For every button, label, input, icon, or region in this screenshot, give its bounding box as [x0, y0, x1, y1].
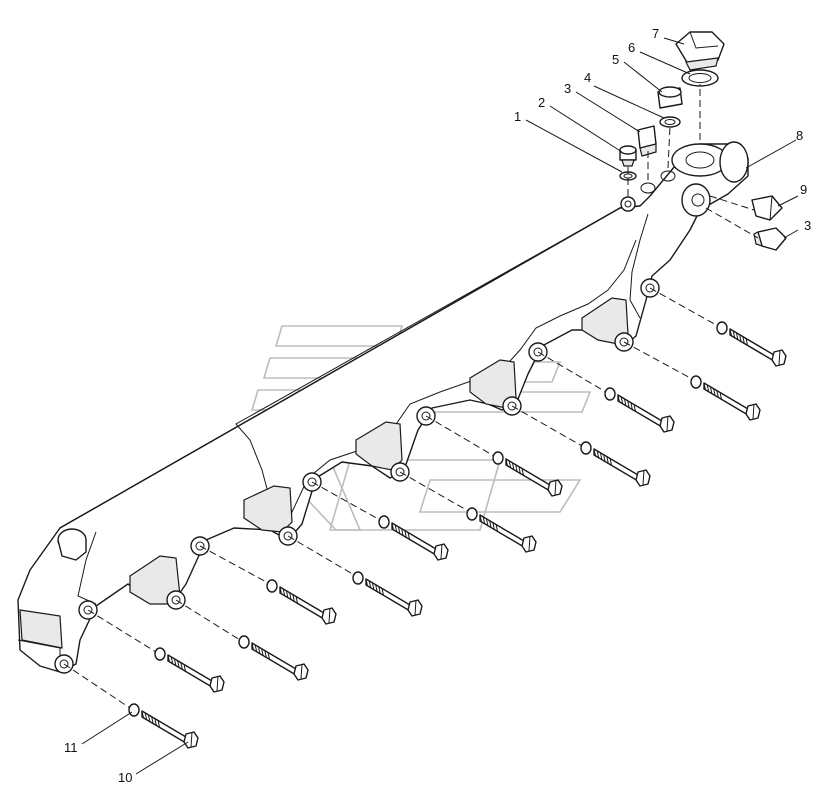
leader-lines [81, 37, 799, 775]
bolt [238, 635, 309, 681]
washer-4 [659, 116, 681, 128]
callout-6: 6 [628, 40, 635, 55]
callout-3: 3 [564, 81, 571, 96]
plug-7 [675, 31, 725, 71]
callout-8: 8 [796, 128, 803, 143]
plug-2 [619, 145, 637, 167]
callout-3-side: 3 [804, 218, 811, 233]
bolt-holes [54, 278, 660, 674]
bolts [128, 321, 787, 749]
plug-9 [751, 195, 783, 221]
callout-5: 5 [612, 52, 619, 67]
callout-7: 7 [652, 26, 659, 41]
rear-boss [620, 141, 749, 217]
callout-10: 10 [118, 770, 132, 785]
plug-3 [637, 125, 657, 157]
plug-3-side [753, 227, 787, 251]
callout-4: 4 [584, 70, 591, 85]
bolt [266, 579, 337, 625]
bolt [604, 387, 675, 433]
bolt [466, 507, 537, 553]
bolt [352, 571, 423, 617]
washer-6 [681, 69, 719, 87]
callout-2: 2 [538, 95, 545, 110]
bolt [128, 703, 199, 749]
assembly-axes [63, 84, 759, 709]
bolt [580, 441, 651, 487]
callout-1: 1 [514, 109, 521, 124]
plug-5 [657, 86, 683, 109]
bolt [154, 647, 225, 693]
callout-11: 11 [64, 740, 78, 755]
callout-9: 9 [800, 182, 807, 197]
callouts: 1 2 3 4 5 6 7 8 9 3 11 10 [64, 26, 811, 785]
bolt [378, 515, 449, 561]
bolt [492, 451, 563, 497]
bolt [716, 321, 787, 367]
bolt [690, 375, 761, 421]
